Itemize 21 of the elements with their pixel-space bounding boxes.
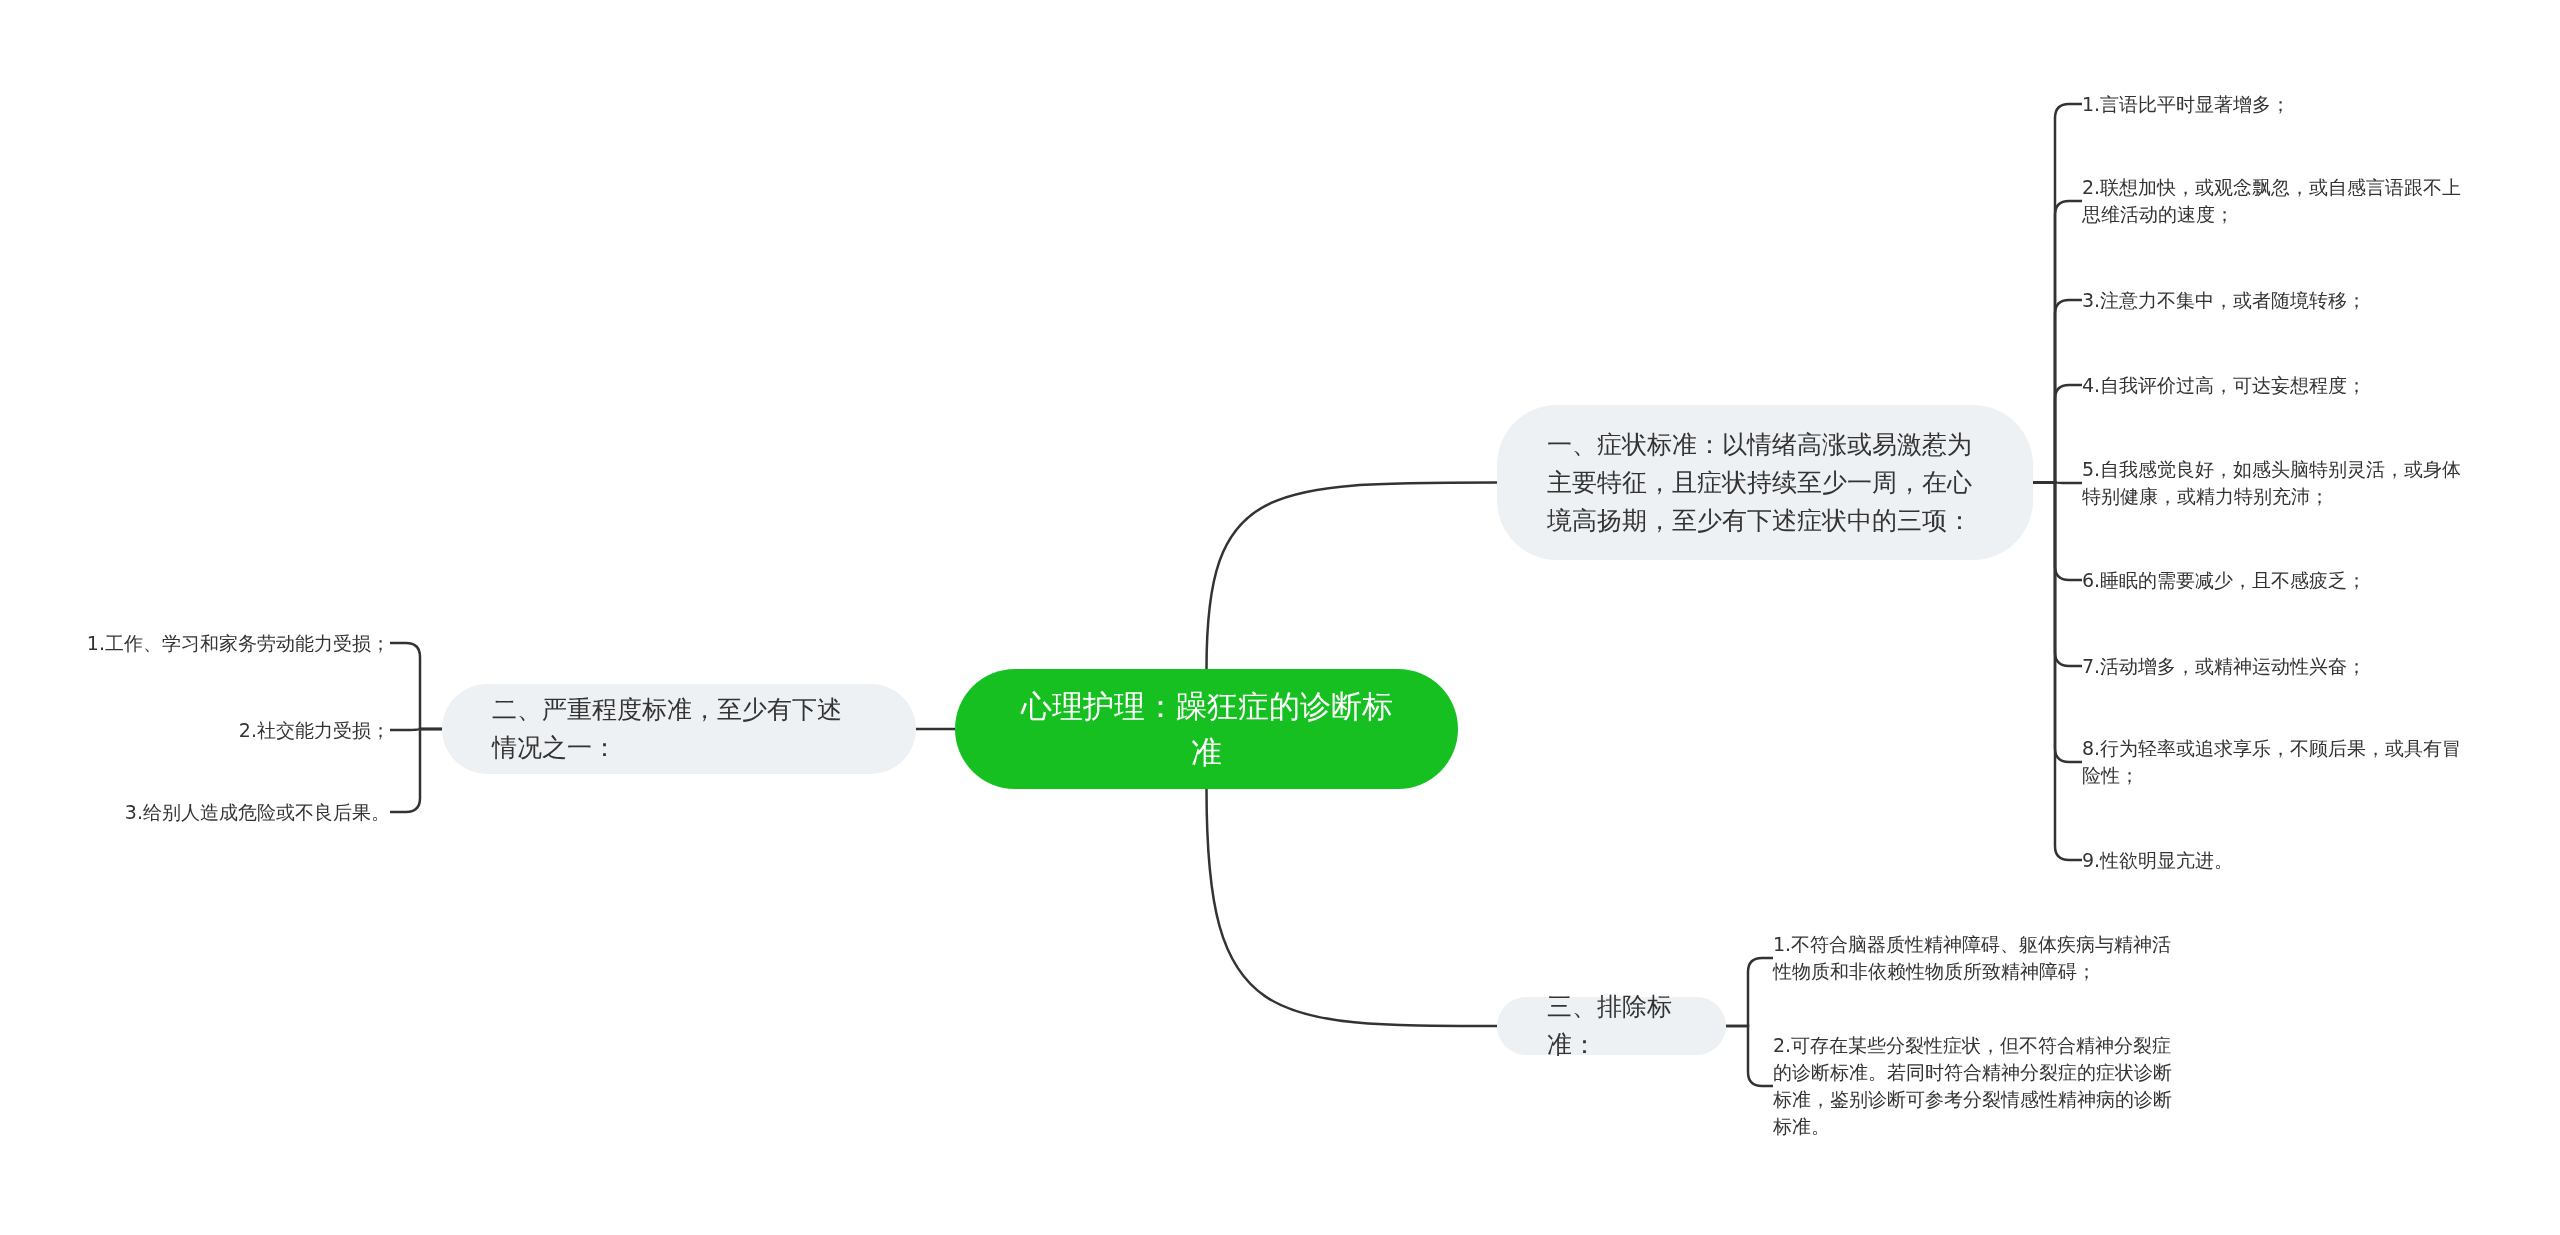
central-topic-box: 心理护理：躁狂症的诊断标准 [955, 669, 1458, 789]
subtopic-text: 2.联想加快，或观念飘忽，或自感言语跟不上思维活动的速度； [2082, 174, 2472, 228]
subtopic-text: 3.注意力不集中，或者随境转移； [2082, 286, 2472, 314]
subtopic-text: 1.言语比平时显著增多； [2082, 90, 2472, 118]
subtopic-text: 7.活动增多，或精神运动性兴奋； [2082, 652, 2472, 680]
connector-line [1205, 788, 1497, 1028]
subtopic-text: 5.自我感觉良好，如感头脑特别灵活，或身体特别健康，或精力特别充沛； [2082, 456, 2472, 510]
subtopic-text: 4.自我评价过高，可达妄想程度； [2082, 371, 2472, 399]
subtopic-text: 1.工作、学习和家务劳动能力受损； [40, 629, 390, 657]
subtopic-text: 9.性欲明显亢进。 [2082, 846, 2472, 874]
topic-box: 一、症状标准：以情绪高涨或易激惹为主要特征，且症状持续至少一周，在心境高扬期，至少有下述症状中的三项： [1497, 405, 2033, 560]
subtopic-text: 8.行为轻率或追求享乐，不顾后果，或具有冒险性； [2082, 735, 2472, 789]
subtopic-text: 2.可存在某些分裂性症状，但不符合精神分裂症的诊断标准。若同时符合精神分裂症的症状诊断标准，鉴别诊断可参考分裂情感性精神病的诊断标准。 [1773, 1032, 2173, 1140]
topic-box: 二、严重程度标准，至少有下述情况之一： [442, 684, 916, 774]
subtopic-text: 2.社交能力受损； [40, 716, 390, 744]
connector-line [916, 727, 955, 731]
subtopic-text: 1.不符合脑器质性精神障碍、躯体疾病与精神活性物质和非依赖性物质所致精神障碍； [1773, 931, 2173, 985]
subtopic-text: 3.给别人造成危险或不良后果。 [40, 798, 390, 826]
connector-line [1205, 481, 1497, 670]
connector-line [2033, 481, 2082, 862]
subtopic-text: 6.睡眠的需要减少，且不感疲乏； [2082, 566, 2472, 594]
